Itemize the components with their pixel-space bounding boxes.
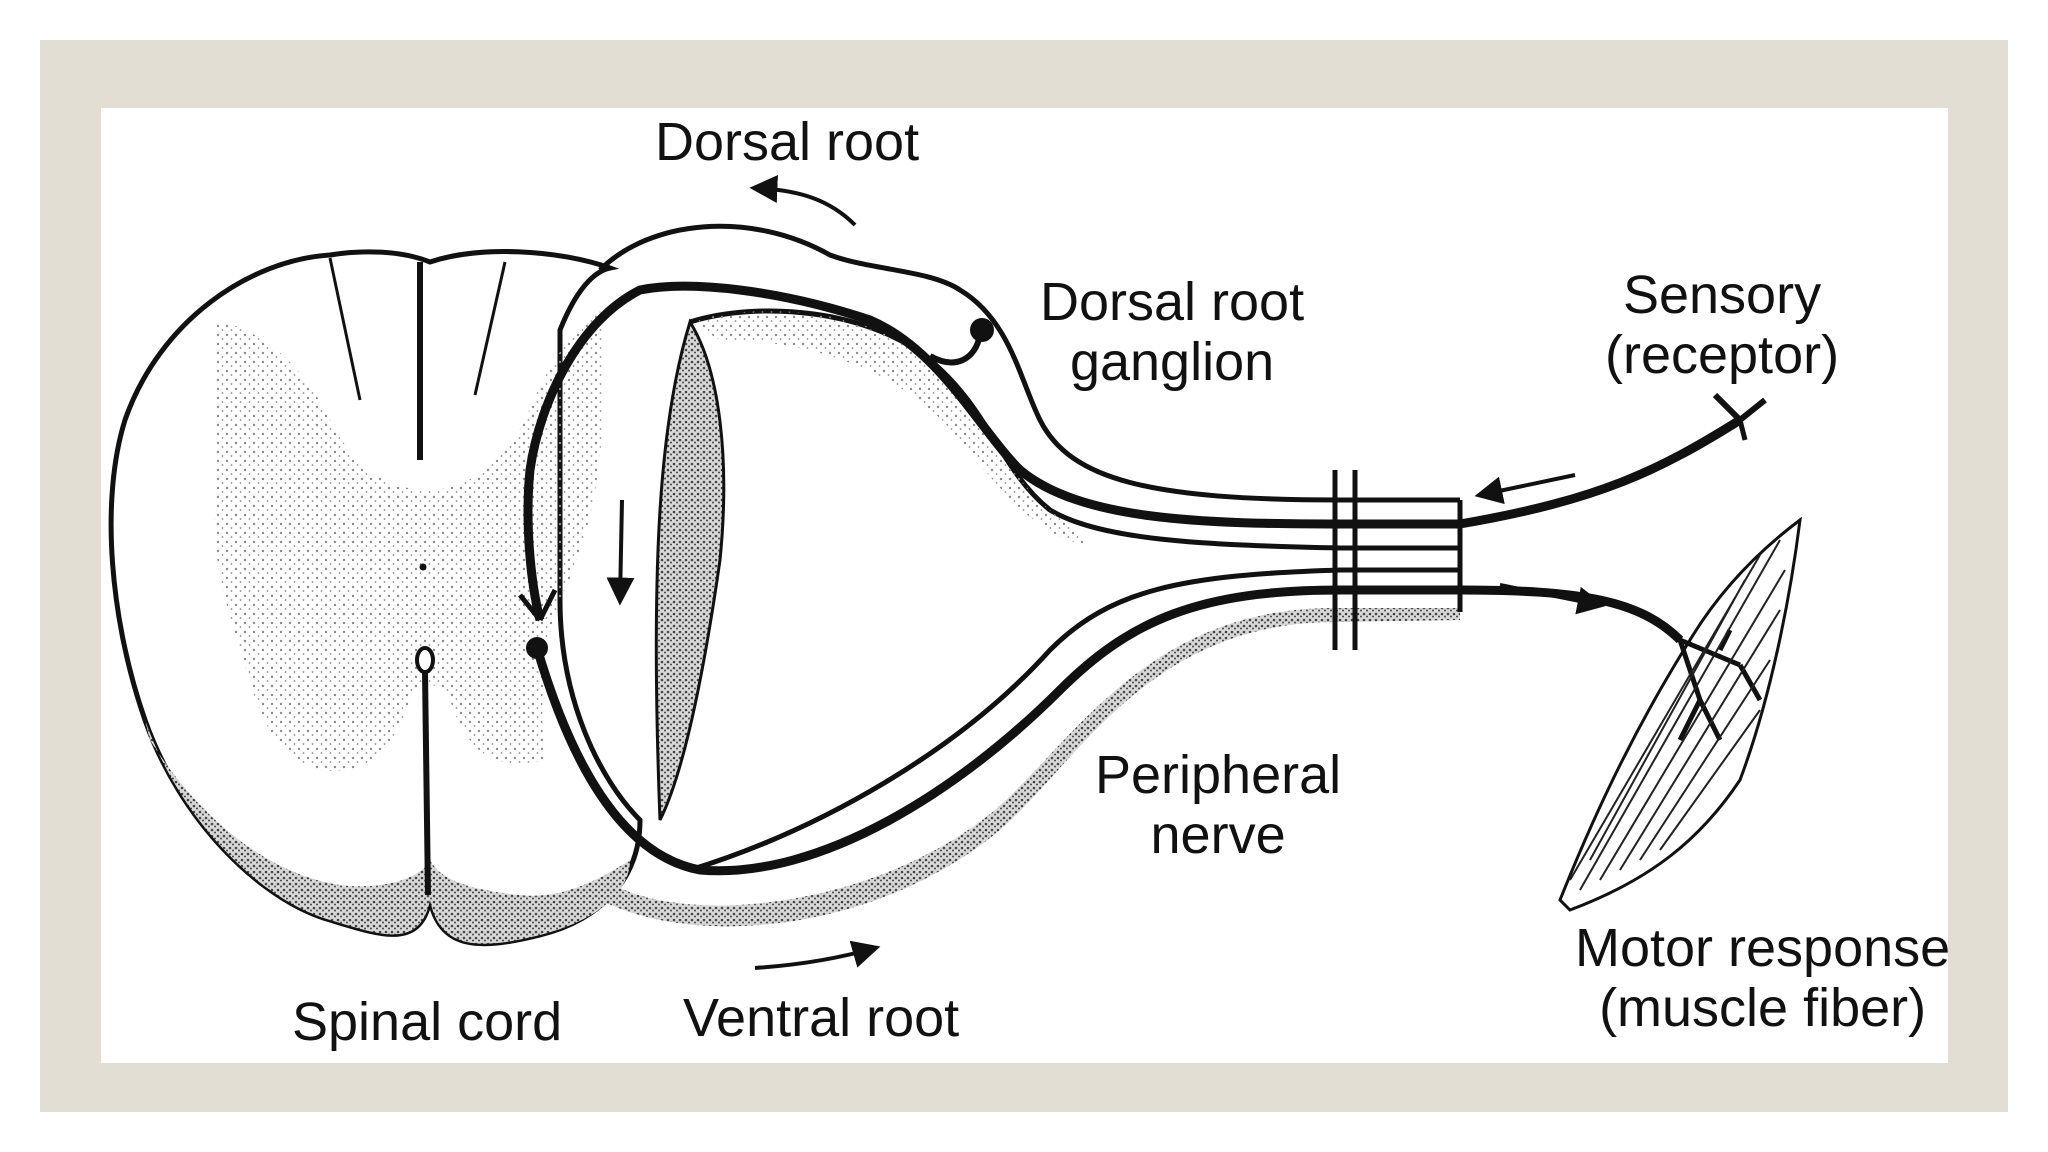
label-peripheral-line1: Peripheral (1095, 745, 1342, 805)
sensory-fiber (523, 281, 1743, 622)
label-dorsal-root-ganglion-line1: Dorsal root (1040, 272, 1305, 332)
spinal-cord-section (108, 249, 643, 947)
grey-matter (214, 310, 604, 771)
label-sensory-line1: Sensory (1622, 265, 1822, 325)
label-spinal-cord: Spinal cord (292, 992, 563, 1052)
label-motor-line2: (muscle fiber) (1599, 978, 1927, 1038)
label-motor-response: Motor response (muscle fiber) (1575, 918, 1950, 1038)
ventral-median-fissure (422, 671, 431, 896)
motor-branches (1677, 628, 1763, 742)
arrow-motor-out (1499, 583, 1606, 615)
inner-loop-left-shading (654, 318, 726, 821)
label-sensory-receptor: Sensory (receptor) (1605, 265, 1839, 385)
dorsal-septum-right (473, 261, 507, 396)
ventral-root-inner (689, 567, 1460, 873)
central-canal (419, 563, 427, 571)
sensory-neuron (518, 281, 1767, 622)
spinal-cord-lower-shading (145, 720, 630, 944)
direction-arrows (606, 175, 1606, 970)
arrow-ventral-root (754, 940, 881, 970)
dorsal-root-outer (598, 223, 1460, 503)
label-peripheral-line2: nerve (1150, 805, 1286, 865)
muscle-striations (1569, 539, 1786, 891)
arrow-cord-down (606, 499, 635, 606)
muscle-outline (1558, 516, 1802, 912)
ganglion-cell-body (970, 318, 994, 342)
arrow-dorsal-root (749, 175, 857, 227)
label-sensory-line2: (receptor) (1605, 325, 1840, 385)
label-dorsal-root: Dorsal root (655, 112, 920, 172)
receptor-ending-2 (1738, 397, 1767, 423)
nerve-sheath (598, 223, 1463, 927)
ganglion-cell-stalk (928, 334, 983, 366)
label-dorsal-root-ganglion-line2: ganglion (1069, 332, 1275, 392)
label-motor-line1: Motor response (1575, 918, 1951, 978)
muscle-fiber (1558, 516, 1802, 912)
inner-loop-shading (690, 310, 1090, 545)
label-peripheral-nerve: Peripheral nerve (1095, 745, 1341, 865)
receptor-ending-1 (1712, 392, 1743, 423)
dorsal-septum-left (328, 257, 362, 401)
sensory-synapse (518, 588, 558, 622)
label-ventral-root: Ventral root (683, 988, 960, 1048)
label-dorsal-root-ganglion: Dorsal root ganglion (1040, 272, 1304, 392)
arrow-sensory-in (1474, 473, 1576, 505)
ventral-canal (415, 646, 435, 674)
receptor-ending-3 (1737, 419, 1748, 441)
